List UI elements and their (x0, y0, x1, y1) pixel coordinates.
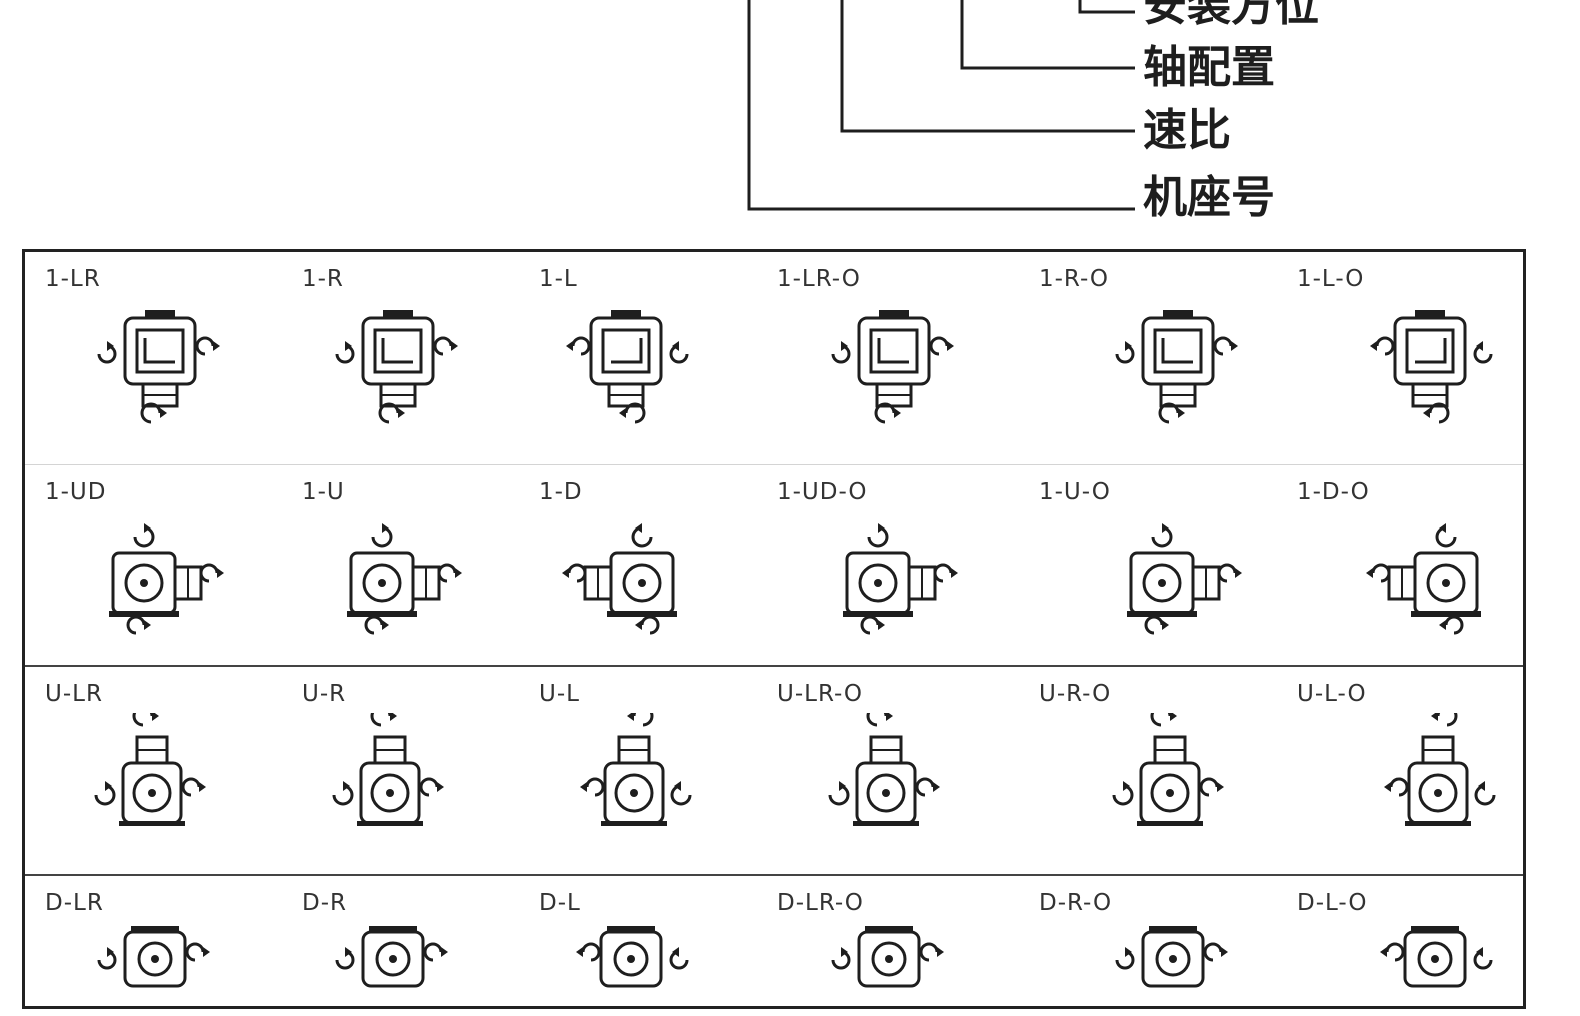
position-cell: 1-D-O (1297, 465, 1523, 665)
position-cell: 1-R (302, 252, 539, 464)
right-angle-gearbox-icon (1112, 713, 1224, 826)
position-cell: D-L (539, 876, 777, 1016)
position-code-label: 1-LR-O (777, 266, 861, 292)
legend-mounting-position: 安装方位 (1143, 0, 1319, 31)
position-cell: 1-R-O (1039, 252, 1297, 464)
position-cell: D-L-O (1297, 876, 1523, 1016)
legend-ratio: 速比 (1143, 105, 1231, 156)
position-code-label: D-LR-O (777, 890, 864, 916)
position-row-side: 1-LR 1-R 1-L 1-LR-O 1-R-O 1-L-O (25, 252, 1523, 465)
position-cell: 1-D (539, 465, 777, 665)
position-cell: 1-L-O (1297, 252, 1523, 464)
position-cell: D-LR (45, 876, 302, 1016)
position-code-label: 1-U (302, 479, 345, 505)
position-code-label: 1-L (539, 266, 578, 292)
position-cell: 1-U (302, 465, 539, 665)
right-angle-gearbox-icon (831, 310, 954, 424)
position-code-label: D-R-O (1039, 890, 1113, 916)
position-cell: U-L (539, 667, 777, 874)
position-code-label: 1-D-O (1297, 479, 1370, 505)
right-angle-gearbox-icon (97, 926, 210, 988)
position-cell: U-LR-O (777, 667, 1039, 874)
position-cell: D-R-O (1039, 876, 1297, 1016)
right-angle-gearbox-icon (94, 713, 206, 826)
position-cell: D-R (302, 876, 539, 1016)
right-angle-gearbox-icon (335, 926, 448, 988)
position-cell: 1-UD (45, 465, 302, 665)
position-code-label: D-L (539, 890, 581, 916)
right-angle-gearbox-icon (576, 926, 689, 988)
position-code-label: 1-R (302, 266, 344, 292)
position-code-label: 1-UD-O (777, 479, 868, 505)
right-angle-gearbox-icon (109, 523, 224, 635)
position-code-label: U-R-O (1039, 681, 1112, 707)
position-cell: 1-UD-O (777, 465, 1039, 665)
position-code-label: U-R (302, 681, 347, 707)
position-cell: D-LR-O (777, 876, 1039, 1016)
position-code-label: 1-R-O (1039, 266, 1110, 292)
position-code-label: 1-U-O (1039, 479, 1111, 505)
right-angle-gearbox-icon (332, 713, 444, 826)
right-angle-gearbox-icon (1115, 926, 1228, 988)
position-row-down: D-LR D-R D-L D-LR-O D-R-O D-L-O (25, 876, 1523, 1016)
right-angle-gearbox-icon (335, 310, 458, 424)
position-code-label: D-R (302, 890, 347, 916)
position-code-label: U-LR (45, 681, 103, 707)
position-code-label: D-L-O (1297, 890, 1368, 916)
legend-frame-size: 机座号 (1143, 172, 1275, 223)
position-cell: U-L-O (1297, 667, 1523, 874)
position-cell: 1-U-O (1039, 465, 1297, 665)
legend-bracket-lines (747, 0, 1135, 211)
right-angle-gearbox-icon (1380, 926, 1493, 988)
position-row-ud: 1-UD 1-U 1-D 1-UD-O 1-U-O 1-D-O (25, 465, 1523, 667)
position-cell: 1-LR-O (777, 252, 1039, 464)
position-code-label: U-LR-O (777, 681, 864, 707)
position-code-label: 1-L-O (1297, 266, 1365, 292)
right-angle-gearbox-icon (843, 523, 958, 635)
position-code-label: U-L (539, 681, 580, 707)
position-cell: U-LR (45, 667, 302, 874)
right-angle-gearbox-icon (831, 926, 944, 988)
right-angle-gearbox-icon (1127, 523, 1242, 635)
right-angle-gearbox-icon (562, 523, 677, 635)
legend-shaft-configuration: 轴配置 (1143, 42, 1275, 93)
position-row-up: U-LR U-R U-L U-LR-O U-R-O U-L-O (25, 667, 1523, 876)
position-code-label: 1-LR (45, 266, 101, 292)
code-legend: 安装方位 轴配置 速比 机座号 (0, 0, 1580, 250)
right-angle-gearbox-icon (566, 310, 689, 424)
right-angle-gearbox-icon (580, 713, 692, 826)
right-angle-gearbox-icon (1370, 310, 1493, 424)
right-angle-gearbox-icon (97, 310, 220, 424)
right-angle-gearbox-icon (1384, 713, 1496, 826)
position-cell: U-R (302, 667, 539, 874)
right-angle-gearbox-icon (1115, 310, 1238, 424)
position-cell: 1-L (539, 252, 777, 464)
position-code-label: D-LR (45, 890, 104, 916)
right-angle-gearbox-icon (347, 523, 462, 635)
position-code-label: 1-UD (45, 479, 107, 505)
position-code-label: U-L-O (1297, 681, 1367, 707)
position-code-label: 1-D (539, 479, 583, 505)
position-cell: U-R-O (1039, 667, 1297, 874)
position-cell: 1-LR (45, 252, 302, 464)
right-angle-gearbox-icon (1366, 523, 1481, 635)
right-angle-gearbox-icon (828, 713, 940, 826)
